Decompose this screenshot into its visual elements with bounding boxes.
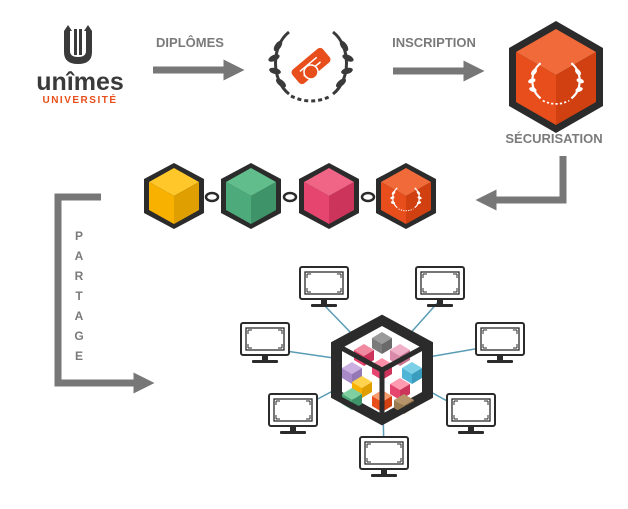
arrow-partage	[54, 193, 155, 394]
block-pink	[299, 163, 359, 229]
arrow-securisation	[475, 156, 567, 211]
label-diplomes: DIPLÔMES	[156, 35, 224, 50]
laurel-block-icon	[509, 21, 603, 133]
monitor-icon	[475, 322, 525, 364]
monitor-icon	[359, 436, 409, 478]
block-yellow	[144, 163, 204, 229]
label-securisation: SÉCURISATION	[505, 131, 602, 146]
monitor-icon	[415, 266, 465, 308]
crest-icon	[64, 25, 92, 64]
svg-text:P: P	[75, 229, 83, 243]
monitor-icon	[268, 393, 318, 435]
block-orange-secured	[376, 163, 436, 229]
logo-subtitle: UNIVERSITÉ	[42, 93, 117, 106]
distributed-network-icon	[240, 266, 525, 478]
svg-text:E: E	[75, 349, 83, 363]
label-inscription: INSCRIPTION	[392, 35, 476, 50]
monitor-icon	[446, 393, 496, 435]
svg-text:G: G	[74, 329, 83, 343]
svg-text:T: T	[75, 289, 83, 303]
blockchain-icon	[144, 163, 436, 229]
svg-text:A: A	[75, 309, 84, 323]
monitor-icon	[299, 266, 349, 308]
unimes-logo: unîmes UNIVERSITÉ	[36, 25, 124, 106]
diploma-laurel-icon	[268, 30, 354, 103]
label-partage: P A R T A G E	[74, 229, 83, 363]
monitor-icon	[240, 322, 290, 364]
shared-ledger-cube	[331, 314, 433, 426]
svg-text:R: R	[75, 269, 84, 283]
svg-text:A: A	[75, 249, 84, 263]
block-green	[221, 163, 281, 229]
logo-name: unîmes	[36, 68, 124, 96]
